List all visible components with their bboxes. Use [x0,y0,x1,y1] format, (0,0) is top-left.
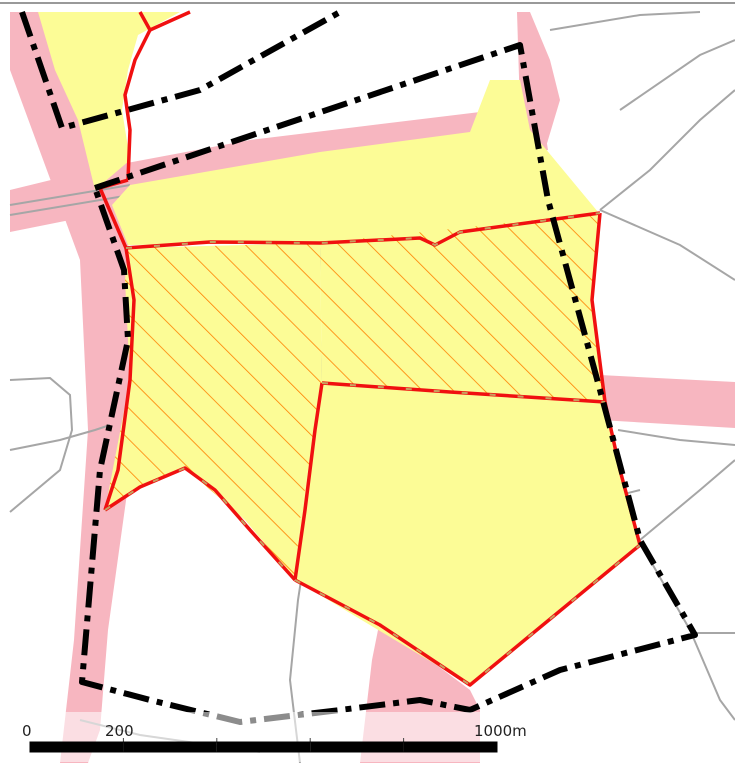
scale-bar-segment-5 [403,742,497,752]
scale-bar-segment-4 [310,742,404,752]
designated-area-northwest [38,12,180,190]
boundary-northwest-link [149,10,191,32]
road-15 [9,194,131,216]
road-2 [9,424,111,451]
district-boundary [19,9,342,131]
road-7 [617,429,735,446]
road-6 [599,209,735,281]
scale-bar-segment-2 [123,742,217,752]
scale-label-1000m: 1000m [474,722,527,740]
road-11 [549,11,701,31]
road-5 [599,89,735,211]
designated-area-north [112,80,600,245]
scale-bar-outline [29,741,498,753]
boundary-south-edge [294,543,642,687]
scale-bar-background [10,712,535,762]
scale-bar-segment-1 [30,742,124,752]
designated-area-south [295,383,640,685]
boundary-southwest-edge [104,466,297,582]
boundary-center-edge [293,382,324,581]
hatched-area-layer [105,213,605,580]
road-9 [649,559,735,721]
road-12 [619,39,735,111]
boundary-northwest-edge [98,187,128,249]
boundary-middle-edge [321,381,606,404]
hatched-area-east [320,213,605,402]
hatched-area-west [105,243,322,580]
designated-area-layer [38,12,640,685]
road-buffer-north [517,12,560,150]
scale-bar-segment-3 [216,742,311,752]
boundary-west-edge [103,247,136,511]
boundary-northwest-road [123,11,152,181]
road-8 [639,459,735,541]
scale-label-200: 200 [105,722,134,740]
scale-label-0: 0 [22,722,32,740]
area-boundary-dash-overlay [104,212,641,687]
road-14 [9,184,131,206]
district-boundary-main [79,42,698,725]
road-1 [9,376,74,513]
scale-bar: 0 200 1000m [10,712,535,762]
road-buffer-right [600,375,735,428]
